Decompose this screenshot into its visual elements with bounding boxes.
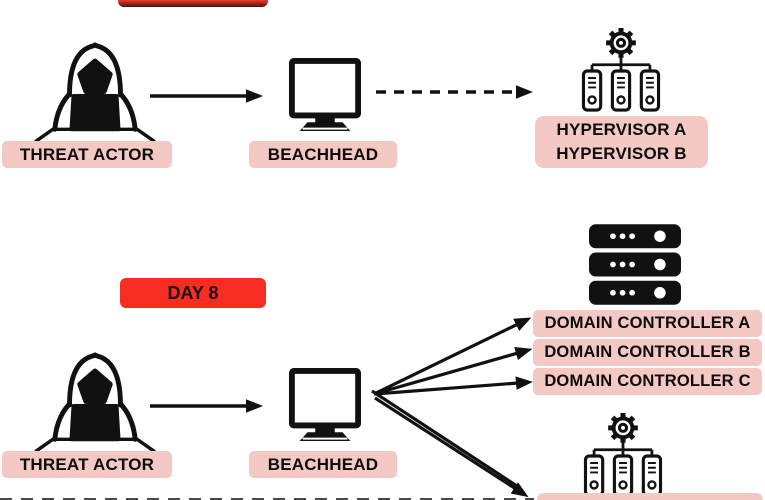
server-towers (583, 454, 663, 497)
beachhead-label-day8: BEACHHEAD (249, 451, 397, 478)
hypervisor-label-cutoff-bottom (537, 493, 763, 500)
threat-actor-icon (34, 42, 156, 143)
monitor-base (299, 122, 351, 132)
face (77, 58, 113, 94)
laptop (69, 93, 121, 132)
domain-controller-b-label: DOMAIN CONTROLLER B (533, 339, 762, 366)
hypervisor-icon-day1 (581, 28, 661, 112)
beachhead-monitor-icon-day8 (288, 368, 362, 442)
domain-controller-rack-icon (589, 224, 681, 305)
threat-actor-label-day8: THREAT ACTOR (2, 451, 172, 478)
day8-badge: DAY 8 (120, 278, 266, 308)
monitor-screen (288, 58, 362, 119)
hypervisor-b-text: HYPERVISOR B (556, 144, 687, 163)
beachhead-label-day1: BEACHHEAD (249, 141, 397, 168)
server-towers (581, 69, 661, 112)
threat-actor-icon-day8 (34, 352, 156, 453)
face (77, 368, 113, 404)
arrow-beachhead-to-dc-a (373, 317, 532, 396)
laptop (69, 403, 121, 442)
cluster-bracket (590, 52, 652, 71)
hypervisor-icon-day8 (583, 413, 663, 497)
arrow-beachhead-to-dc-c (373, 376, 533, 396)
beachhead-monitor-icon (288, 58, 362, 132)
hypervisor-label: HYPERVISOR A HYPERVISOR B (535, 116, 708, 168)
hypervisor-a-text: HYPERVISOR A (556, 120, 687, 139)
threat-actor-label-day1: THREAT ACTOR (2, 141, 172, 168)
arrow-beachhead-to-dc-b (373, 347, 533, 396)
day-badge-cutoff-top (118, 0, 268, 7)
domain-controller-a-label: DOMAIN CONTROLLER A (533, 310, 762, 337)
domain-controller-c-label: DOMAIN CONTROLLER C (533, 368, 762, 395)
